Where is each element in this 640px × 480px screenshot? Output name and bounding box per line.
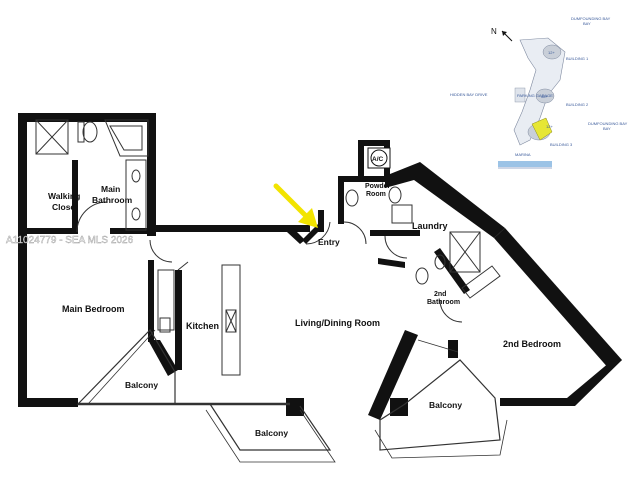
label-entry: Entry xyxy=(318,237,340,247)
svg-text:BUILDING 1: BUILDING 1 xyxy=(566,56,589,61)
key-label-dumfounding-top: DUMFOUNDING BAY xyxy=(571,16,611,21)
label-main-bathroom-line2: Bathroom xyxy=(92,195,133,205)
label-balcony-left: Balcony xyxy=(125,380,158,390)
entry-arrow-icon xyxy=(273,183,318,228)
label-powder-room-line2: Room xyxy=(366,191,386,198)
svg-text:PARKING GARAGE: PARKING GARAGE xyxy=(517,93,553,98)
key-label-bay-right: BAY xyxy=(603,126,611,131)
ac-unit: A/C xyxy=(367,147,391,169)
label-walking-closet-line2: Closet xyxy=(52,202,78,212)
label-laundry: Laundry xyxy=(412,221,448,231)
north-arrow-icon xyxy=(502,31,507,36)
svg-text:BUILDING 2: BUILDING 2 xyxy=(566,102,589,107)
key-north: N xyxy=(491,27,513,42)
label-second-bathroom-line1: 2nd xyxy=(434,291,446,298)
label-main-bathroom-line1: Main xyxy=(101,184,120,194)
key-label-dumfounding-right: DUMFOUNDING BAY xyxy=(588,121,628,126)
key-unit-highlight xyxy=(531,117,553,141)
key-marina: MARINA xyxy=(498,152,552,169)
label-living-dining: Living/Dining Room xyxy=(295,318,380,328)
svg-text:MARINA: MARINA xyxy=(515,152,531,157)
svg-text:12+: 12+ xyxy=(548,50,555,55)
label-balcony-center: Balcony xyxy=(255,428,288,438)
watermark: A11024779 - SEA MLS 2026 xyxy=(6,235,134,246)
fixtures xyxy=(35,119,501,376)
label-walking-closet-line1: Walking xyxy=(48,191,80,201)
svg-text:12+: 12+ xyxy=(546,124,553,129)
key-label-hidden-bay: HIDDEN BAY DRIVE xyxy=(450,92,488,97)
label-main-bedroom: Main Bedroom xyxy=(62,304,125,314)
label-balcony-right: Balcony xyxy=(429,400,462,410)
balcony-outlines xyxy=(76,329,508,463)
label-kitchen: Kitchen xyxy=(186,321,219,331)
walls xyxy=(18,113,622,420)
key-plan: DUMFOUNDING BAY BAY HIDDEN BAY DRIVE DUM… xyxy=(450,16,628,169)
svg-text:BUILDING 3: BUILDING 3 xyxy=(550,142,573,147)
svg-text:N: N xyxy=(491,27,497,36)
label-second-bathroom-line2: Bathroom xyxy=(427,299,460,306)
key-label-bay-top: BAY xyxy=(583,21,591,26)
room-labels: Walking Closet Main Bathroom Powder Room… xyxy=(48,183,561,438)
svg-text:08+: 08+ xyxy=(541,94,548,99)
svg-text:A/C: A/C xyxy=(372,156,384,163)
key-buildings: 12+ 08+ 12+ BUILDING 1 BUILDING 2 BUILDI… xyxy=(513,37,589,147)
label-powder-room-line1: Powder xyxy=(365,183,391,190)
label-second-bedroom: 2nd Bedroom xyxy=(503,339,561,349)
